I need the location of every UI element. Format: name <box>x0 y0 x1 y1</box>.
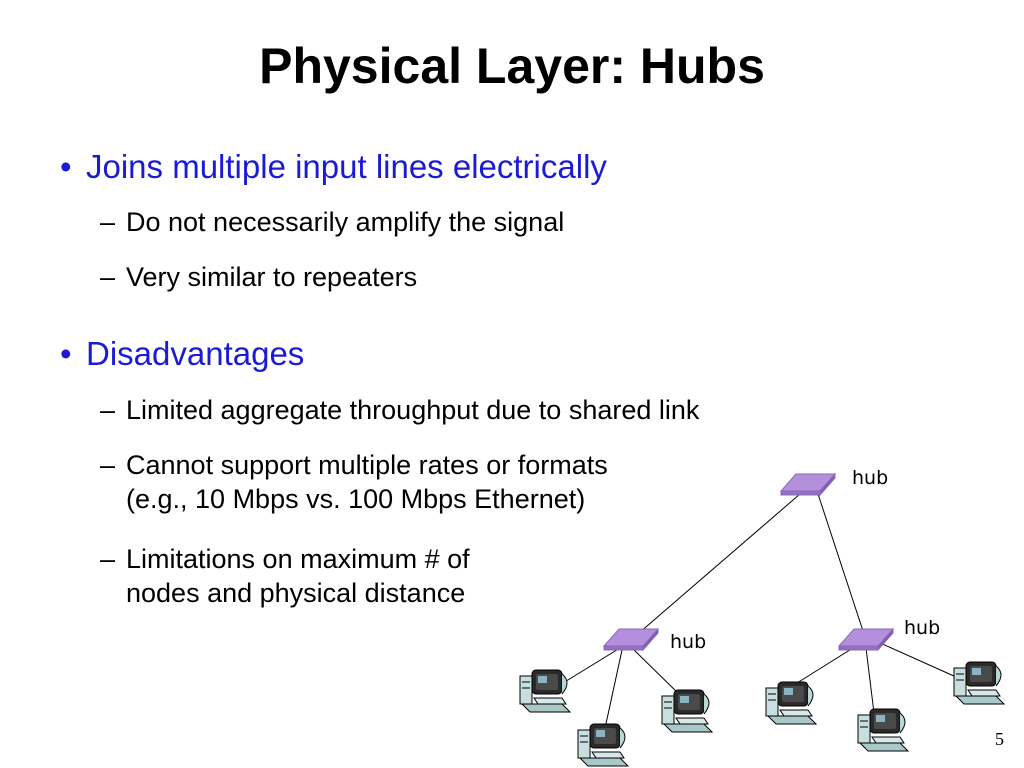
network-links <box>562 493 966 734</box>
sub-bullet-text: Very similar to repeaters <box>126 262 418 292</box>
computer-icon <box>519 669 571 713</box>
sub-bullet-text: Do not necessarily amplify the signal <box>126 207 565 237</box>
bullet-text: Disadvantages <box>86 335 305 372</box>
sub-bullet-text: Limited aggregate throughput due to shar… <box>126 395 700 425</box>
sub-bullet-marker: – <box>100 450 116 480</box>
sub-bullet-text: Cannot support multiple rates or formats <box>126 450 608 480</box>
sub-bullet-item: –Very similar to repeaters <box>100 261 417 295</box>
computer-icon <box>661 689 713 733</box>
bullet-marker: • <box>60 148 72 185</box>
hub-label: hub <box>852 467 888 489</box>
sub-bullet-item: –Limitations on maximum # of nodes and p… <box>100 543 470 611</box>
sub-bullet-item: –Cannot support multiple rates or format… <box>100 449 608 517</box>
sub-bullet-marker: – <box>100 544 116 574</box>
sub-bullet-continuation: nodes and physical distance <box>126 577 466 608</box>
sub-bullet-marker: – <box>100 207 116 237</box>
sub-bullet-continuation: (e.g., 10 Mbps vs. 100 Mbps Ethernet) <box>126 483 586 514</box>
computer-icon <box>577 723 629 767</box>
hub-label: hub <box>904 617 940 639</box>
hub-icon <box>603 628 659 651</box>
computer-icon <box>953 661 1005 705</box>
hub-icon <box>838 628 894 651</box>
computer-icon <box>765 681 817 725</box>
computer-icon <box>857 708 909 752</box>
hub-label: hub <box>670 631 706 653</box>
bullet-marker: • <box>60 335 72 372</box>
slide-title: Physical Layer: Hubs <box>259 38 765 94</box>
sub-bullet-item: –Limited aggregate throughput due to sha… <box>100 394 699 428</box>
bullet-item: • Joins multiple input lines electrically <box>60 147 607 187</box>
hub-icon <box>780 473 836 496</box>
sub-bullet-text: Limitations on maximum # of <box>126 544 470 574</box>
sub-bullet-item: –Do not necessarily amplify the signal <box>100 206 564 240</box>
sub-bullet-marker: – <box>100 395 116 425</box>
sub-bullet-marker: – <box>100 262 116 292</box>
page-number: 5 <box>995 729 1004 749</box>
bullet-item: • Disadvantages <box>60 334 304 374</box>
bullet-text: Joins multiple input lines electrically <box>86 148 607 185</box>
